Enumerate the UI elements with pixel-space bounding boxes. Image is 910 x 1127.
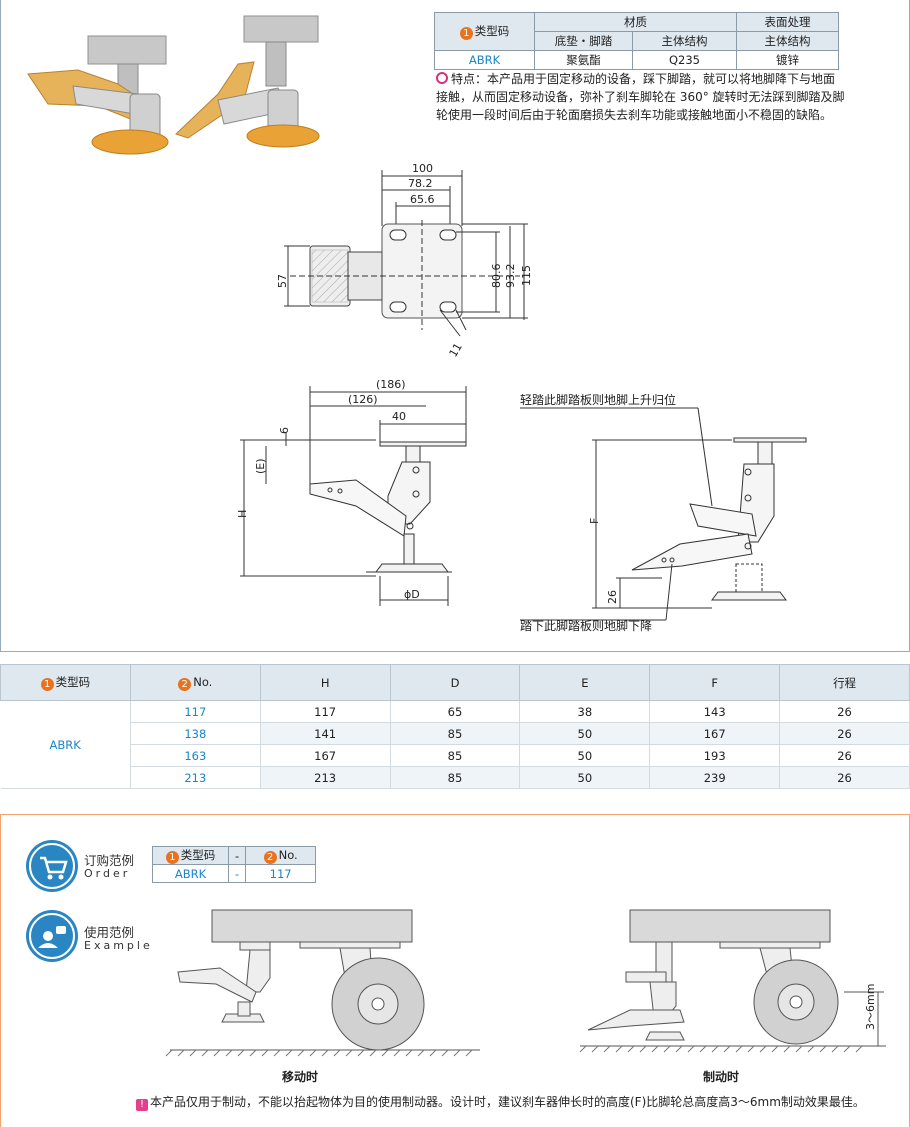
material-sub-body: 主体结构 [632,31,737,51]
table-cell: 38 [519,700,651,723]
table-cell: 50 [519,744,651,767]
top-view-drawing: 100 78.2 65.6 57 80.6 93.2 115 11 [276,162,533,360]
table-row: 163 167 85 50 193 26 [1,744,910,767]
table-cell: 26 [779,700,910,723]
table-cell: 117 [130,700,261,723]
example-title: 使用范例 [84,925,135,940]
callout-up: 轻踏此脚踏板则地脚上升归位 [520,394,676,407]
number-1-icon: 1 [40,678,54,691]
table-cell: 167 [260,744,391,767]
dim-93: 93.2 [504,264,517,289]
dim-11: 11 [447,341,465,360]
spec-header-h: H [259,664,391,701]
spec-header-f: F [649,664,781,701]
table-cell: 239 [649,766,781,789]
user-chat-icon [26,910,78,962]
number-1-icon: 1 [459,27,473,40]
table-cell: 167 [649,722,781,745]
dim-57: 57 [276,274,289,288]
table-cell: 117 [260,700,391,723]
cart-icon [26,840,78,892]
example-drawing: 3～6mm [165,909,886,1057]
material-sub-pad: 底垫・脚踏 [534,31,633,51]
product-photo [27,15,320,155]
spec-model: ABRK [0,700,131,789]
dim-40: 40 [392,410,406,423]
feature-text: 特点：本产品用于固定移动的设备，踩下脚踏，就可以将地脚降下与地面接触，从而固定移… [436,72,845,122]
order-model-value: ABRK [152,864,229,883]
feature-icon [436,72,448,84]
material-sub-body2: 主体结构 [736,31,839,51]
order-no-value: 117 [245,864,317,883]
dim-e: (E) [254,458,267,474]
warning-icon: ! [136,1099,148,1111]
table-cell: 26 [779,766,910,789]
table-row: 138 141 85 50 167 26 [1,722,910,745]
number-1-icon: 1 [165,851,179,864]
callout-down: 踏下此脚踏板则地脚下降 [520,618,652,633]
gap-label: 3～6mm [864,984,877,1030]
dim-f: F [588,518,601,524]
number-2-icon: 2 [263,850,277,864]
action-drawing: 轻踏此脚踏板则地脚上升归位 踏下此脚踏板则地脚下降 F 26 [520,394,807,633]
side-view-drawing: (186) (126) 40 6 (E) H ϕD [236,378,467,606]
material-surface-value: 镀锌 [736,50,839,70]
order-col-dash: - [227,846,247,865]
spec-header-stroke: 行程 [779,664,910,701]
caption-braking: 制动时 [703,1070,740,1084]
material-col-surface: 表面处理 [736,12,839,32]
usage-note: !本产品仅用于制动，不能以抬起物体为目的使用制动器。设计时，建议刹车器伸长时的高… [136,1093,865,1111]
table-row: ABRK 117 117 65 38 143 26 [0,700,910,789]
dim-80: 80.6 [490,264,503,289]
table-cell: 85 [390,766,521,789]
dim-78: 78.2 [408,177,433,190]
spec-header-e: E [519,664,651,701]
dim-186: (186) [376,378,406,391]
dim-d: ϕD [404,588,420,601]
table-cell: 143 [649,700,781,723]
caption-moving: 移动时 [282,1070,319,1084]
order-title: 订购范例 [84,853,135,868]
material-model-value: ABRK [434,50,535,70]
table-cell: 50 [519,766,651,789]
spec-header-d: D [389,664,521,701]
table-cell: 50 [519,722,651,745]
dim-h: H [236,510,249,518]
table-cell: 141 [260,722,391,745]
material-col-material: 材质 [534,12,737,32]
dim-26: 26 [606,590,619,604]
table-cell: 213 [130,766,261,789]
dim-100: 100 [412,162,433,175]
order-title-en: Order [84,867,131,880]
table-cell: 26 [779,744,910,767]
dim-126: (126) [348,393,378,406]
order-dash-value: - [227,864,247,883]
example-title-en: Example [84,939,153,952]
table-cell: 85 [390,722,521,745]
table-cell: 193 [649,744,781,767]
table-row: 213 213 85 50 239 26 [1,766,910,789]
table-cell: 213 [260,766,391,789]
table-cell: 138 [130,722,261,745]
table-cell: 65 [390,700,521,723]
table-cell: 163 [130,744,261,767]
table-cell: 85 [390,744,521,767]
number-2-icon: 2 [178,677,192,691]
material-pad-value: 聚氨酯 [534,50,633,70]
material-body-value: Q235 [632,50,737,70]
dim-65: 65.6 [410,193,435,206]
dim-6: 6 [278,427,291,434]
table-cell: 26 [779,722,910,745]
dim-115: 115 [520,265,533,286]
